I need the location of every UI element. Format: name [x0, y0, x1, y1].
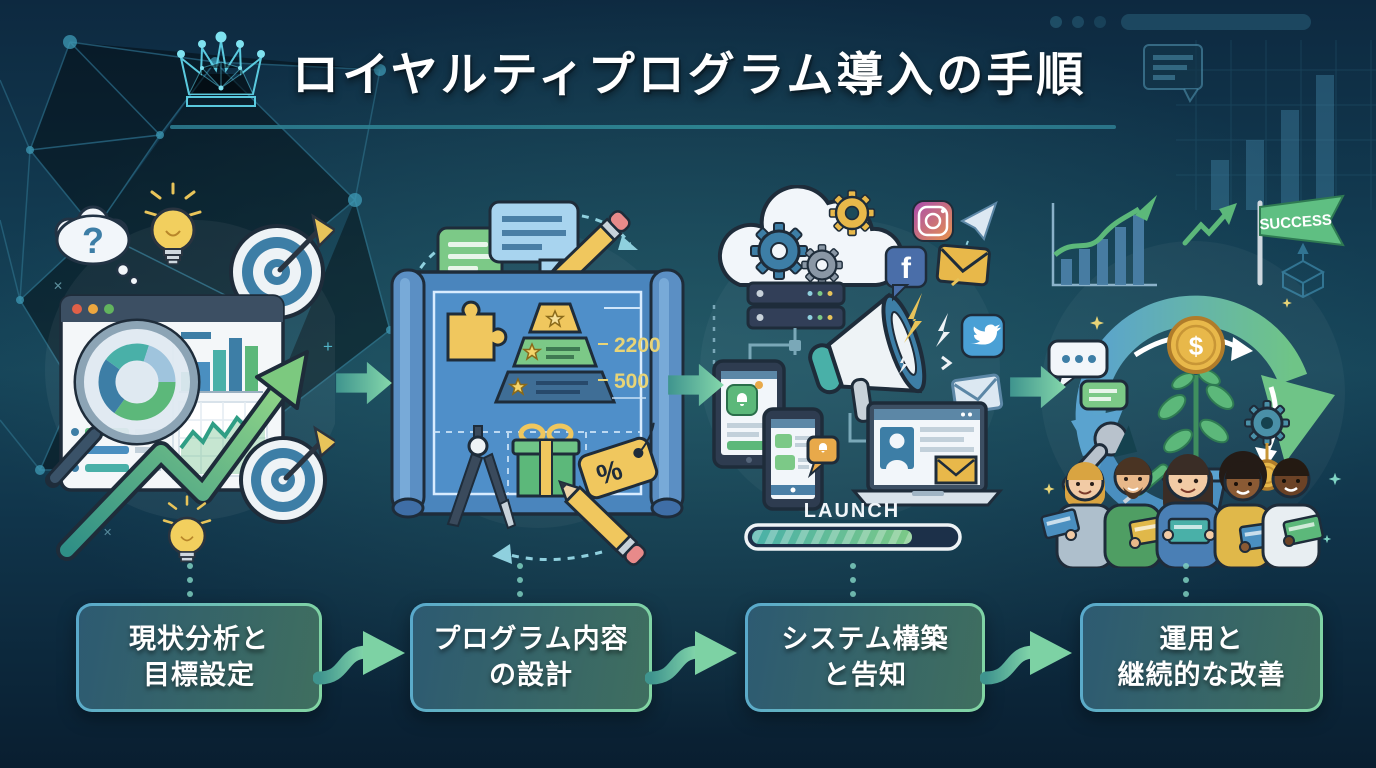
pencil-icon [557, 480, 647, 566]
browser-analytics-icon [45, 294, 285, 492]
step3-illustration-launch: f [700, 185, 1005, 551]
instagram-icon [912, 200, 954, 242]
svg-text:✕: ✕ [53, 279, 63, 293]
gear-icon [828, 189, 876, 237]
trend-arrow-icon [1182, 203, 1237, 246]
blueprint-scroll-icon: 2200 500 [390, 268, 685, 530]
paper-plane-icon [959, 200, 998, 268]
step1-illustration-analysis: ? [45, 182, 335, 563]
flow-arrow-icon [668, 363, 724, 407]
step4-label: 運用と 継続的な改善 [1117, 623, 1286, 690]
step-label-box-4: 運用と 継続的な改善 [1080, 603, 1323, 712]
dashed-arrow-icon [492, 544, 603, 564]
chat-bubble-outline-icon [1143, 44, 1203, 103]
launch-label: LAUNCH [804, 500, 900, 522]
facebook-icon: f [884, 245, 928, 302]
megaphone-icon [808, 292, 927, 423]
lightbulb-icon [162, 495, 212, 563]
chat-bubbles-icon [1047, 339, 1129, 411]
wireframe-cube-icon [1280, 242, 1326, 299]
success-flag-icon: SUCCESS [1257, 194, 1345, 286]
laptop-email-icon [850, 401, 1004, 507]
svg-text:2200: 2200 [614, 334, 661, 357]
step3-label: システム構築 と告知 [781, 623, 949, 690]
chart-background-decoration [1050, 14, 1376, 210]
launch-progress-bar [744, 523, 962, 551]
gift-box-icon [511, 423, 581, 498]
tier-pyramid-icon [493, 302, 617, 404]
step-label-box-3: システム構築 と告知 [745, 603, 985, 712]
growth-chart-icon [1051, 195, 1157, 287]
svg-text:?: ? [82, 220, 104, 261]
tier-values: 2200 500 [598, 334, 661, 399]
flow-arrow-icon [336, 361, 392, 405]
step-arrow-icon [645, 631, 737, 685]
success-label: SUCCESS [1259, 212, 1333, 234]
svg-text:✕: ✕ [103, 527, 112, 539]
phone-chat-icon [762, 407, 840, 511]
step-label-box-1: 現状分析と 目標設定 [76, 603, 322, 712]
svg-text:+: + [323, 337, 333, 356]
magnifier-pie-icon [45, 318, 201, 488]
step1-label: 現状分析と 目標設定 [129, 623, 269, 690]
title-underline [170, 125, 1116, 129]
svg-text:$: $ [1189, 331, 1204, 361]
target-dart-icon [229, 213, 335, 320]
lightning-icon [899, 277, 960, 374]
step-arrow-icon [313, 631, 405, 685]
page-title: ロイヤルティプログラム導入の手順 [292, 48, 1087, 101]
server-stack-icon [746, 281, 866, 443]
svg-text:f: f [901, 252, 912, 285]
twitter-icon [960, 313, 1005, 359]
lightbulb-icon [144, 182, 202, 265]
svg-text:500: 500 [614, 370, 649, 393]
step4-illustration-improve: SUCCESS [1040, 194, 1345, 568]
step-arrow-icon [980, 631, 1072, 685]
cloud-gears-icon [717, 185, 904, 287]
puzzle-piece-icon [446, 300, 508, 362]
step2-illustration-blueprint: 2200 500 [390, 200, 685, 566]
step2-label: プログラム内容 の設計 [433, 623, 629, 690]
crown-icon [177, 31, 265, 107]
growth-arrow-icon [56, 350, 309, 561]
step-label-box-2: プログラム内容 の設計 [410, 603, 652, 712]
drafting-compass-icon [446, 425, 517, 530]
customers-group-icon [1040, 451, 1324, 568]
question-cloud-icon: ? [54, 205, 139, 286]
flow-arrow-icon [1010, 365, 1066, 409]
email-icon [935, 243, 991, 287]
dollar-coin-icon: $ [1167, 316, 1225, 374]
target-dart-icon [239, 425, 335, 524]
discount-tag-icon: % [577, 422, 659, 500]
